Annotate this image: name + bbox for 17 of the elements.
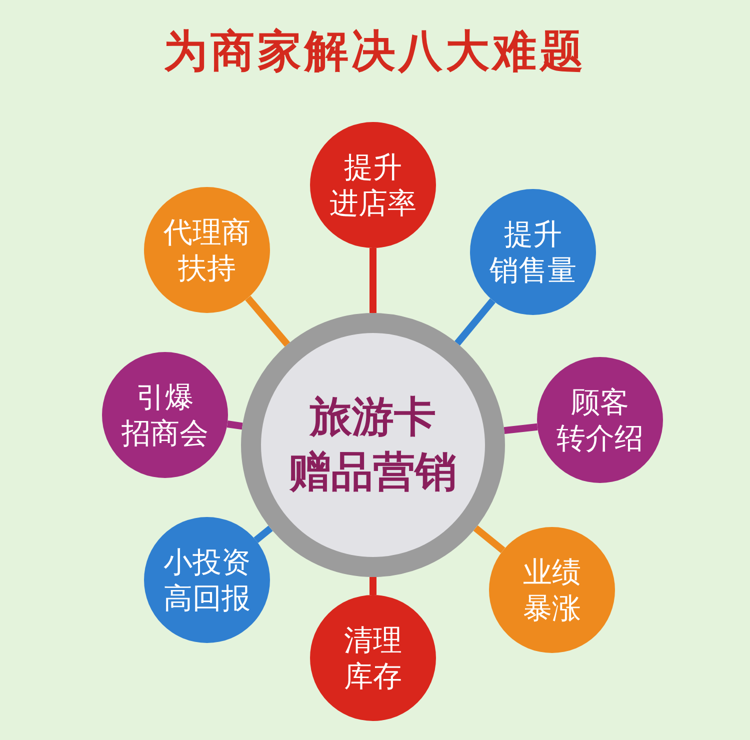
topic-circle: 代理商扶持	[144, 187, 270, 313]
connector-line	[370, 248, 376, 313]
topic-circle: 提升进店率	[310, 122, 436, 248]
topic-circle: 提升销售量	[470, 189, 596, 315]
connector-line	[454, 298, 496, 346]
topic-circle: 引爆招商会	[102, 352, 228, 478]
topic-circle: 小投资高回报	[144, 517, 270, 643]
connector-line	[473, 525, 506, 554]
topic-circle: 业绩暴涨	[489, 527, 615, 653]
connector-line	[504, 423, 538, 434]
connector-line	[226, 420, 243, 430]
connector-line	[245, 296, 290, 347]
topic-circle: 顾客转介绍	[537, 357, 663, 483]
connector-line	[370, 577, 376, 595]
title: 为商家解决八大难题	[162, 25, 588, 79]
connector-line	[254, 526, 273, 543]
topic-circle: 清理库存	[310, 595, 436, 721]
